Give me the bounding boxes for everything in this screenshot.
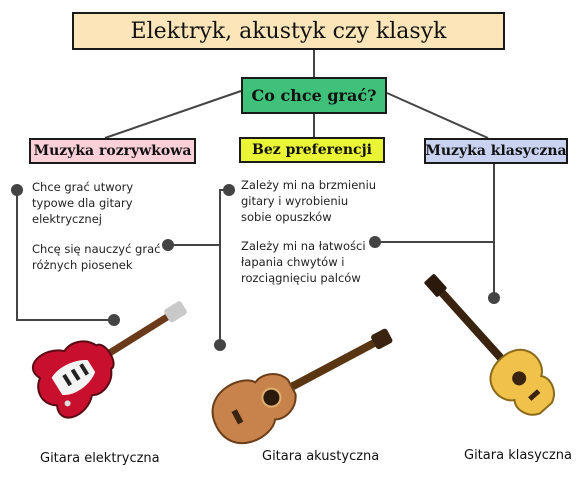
note-easy-chords: Zależy mi na łatwości łapania chwytów i … <box>241 239 366 285</box>
category-pop-music: Muzyka rozrywkowa <box>29 138 196 164</box>
connector-dot <box>488 292 500 304</box>
connector-dot <box>108 314 120 326</box>
classical-guitar-image <box>424 274 555 416</box>
note-sound-fingertips: Zależy mi na brzmieniu gitary i wyrobien… <box>241 178 377 224</box>
electric-guitar-image <box>32 301 187 419</box>
diagram-title: Elektryk, akustyk czy klasyk <box>72 12 505 50</box>
note-pop-various-songs: Chcę się nauczyć grać różnych piosenek <box>32 242 161 272</box>
connector-dot <box>223 184 235 196</box>
caption-electric-guitar: Gitara elektryczna <box>40 451 160 466</box>
category-no-preference: Bez preferencji <box>239 137 385 163</box>
connector-dot <box>162 239 174 251</box>
category-classical-music: Muzyka klasyczna <box>424 138 568 164</box>
acoustic-guitar-image <box>211 328 393 445</box>
caption-acoustic-guitar: Gitara akustyczna <box>262 449 380 464</box>
caption-classical-guitar: Gitara klasyczna <box>464 448 572 463</box>
connector-dot <box>214 339 226 351</box>
question-node: Co chce grać? <box>241 77 387 114</box>
note-pop-electric-songs: Chce grać utwory typowe dla gitary elekt… <box>32 180 134 226</box>
connector-dot <box>11 184 23 196</box>
connector-dot <box>369 236 381 248</box>
